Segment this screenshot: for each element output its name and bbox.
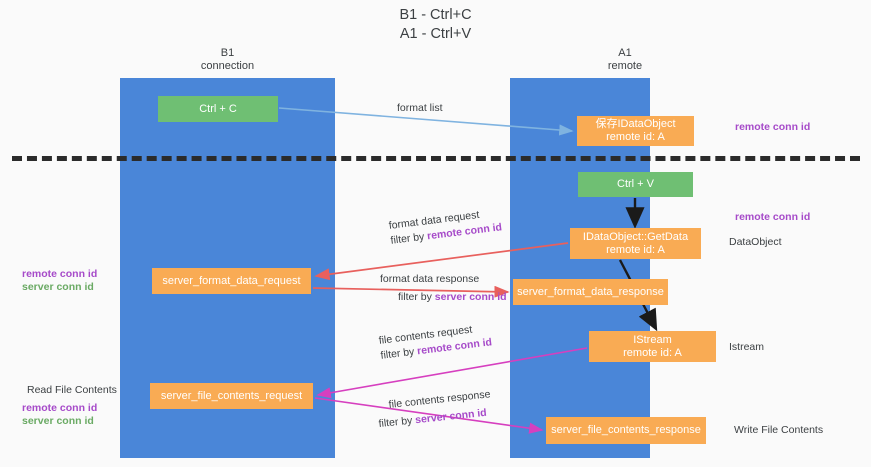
label-server-conn-id: server conn id bbox=[22, 415, 94, 427]
label-remote-conn-id: remote conn id bbox=[22, 402, 98, 414]
label-read-file-contents: Read File Contents bbox=[27, 384, 117, 396]
label-istream: Istream bbox=[729, 341, 765, 353]
filter-prefix: filter by bbox=[379, 345, 418, 362]
label-left-conn-ids-mid: remote conn id server conn id bbox=[22, 268, 97, 294]
annotation-format-data-request: format data request filter by remote con… bbox=[388, 205, 503, 248]
filter-prefix: filter by bbox=[378, 414, 416, 431]
label-left-conn-ids-bottom: remote conn id server conn id bbox=[22, 402, 97, 428]
diagram-title: B1 - Ctrl+C A1 - Ctrl+V bbox=[399, 7, 472, 42]
filter-key-server-conn-id: server conn id bbox=[414, 406, 488, 427]
label-remote-conn-id-top: remote conn id bbox=[735, 121, 811, 133]
node-server-format-data-response[interactable]: server_format_data_response bbox=[513, 279, 668, 305]
annotation-format-data-response-line1: format data response bbox=[380, 273, 480, 285]
annotation-format-data-response-line2: filter by server conn id bbox=[398, 290, 507, 305]
annotation-file-contents-response: file contents response filter by server … bbox=[378, 387, 493, 430]
filter-prefix: filter by bbox=[398, 291, 435, 303]
annotation-format-list: format list bbox=[397, 102, 443, 114]
node-server-file-contents-request[interactable]: server_file_contents_request bbox=[150, 383, 313, 409]
annotation-format-data-response: format data response filter by server co… bbox=[380, 272, 507, 305]
node-server-format-data-request[interactable]: server_format_data_request bbox=[152, 268, 311, 294]
annotation-file-contents-request: file contents request filter by remote c… bbox=[378, 320, 493, 363]
label-write-file-contents: Write File Contents bbox=[734, 424, 824, 436]
node-idataobject-getdata[interactable]: IDataObject::GetData remote id: A bbox=[570, 228, 701, 259]
node-ctrl-c[interactable]: Ctrl + C bbox=[158, 96, 278, 122]
lane-header-b1: B1 connection bbox=[200, 47, 255, 72]
lane-header-a1: A1 remote bbox=[607, 47, 643, 72]
node-ctrl-v[interactable]: Ctrl + V bbox=[578, 172, 693, 197]
node-save-idataobject[interactable]: 保存IDataObject remote id: A bbox=[577, 116, 694, 146]
node-server-file-contents-response[interactable]: server_file_contents_response bbox=[546, 417, 706, 444]
node-istream[interactable]: IStream remote id: A bbox=[589, 331, 716, 362]
phase-divider bbox=[12, 156, 860, 161]
label-remote-conn-id: remote conn id bbox=[22, 268, 98, 280]
label-remote-conn-id-mid: remote conn id bbox=[735, 211, 811, 223]
filter-prefix: filter by bbox=[389, 230, 428, 247]
label-server-conn-id: server conn id bbox=[22, 281, 94, 293]
filter-key-server-conn-id: server conn id bbox=[434, 291, 507, 303]
label-dataobject: DataObject bbox=[729, 236, 782, 248]
